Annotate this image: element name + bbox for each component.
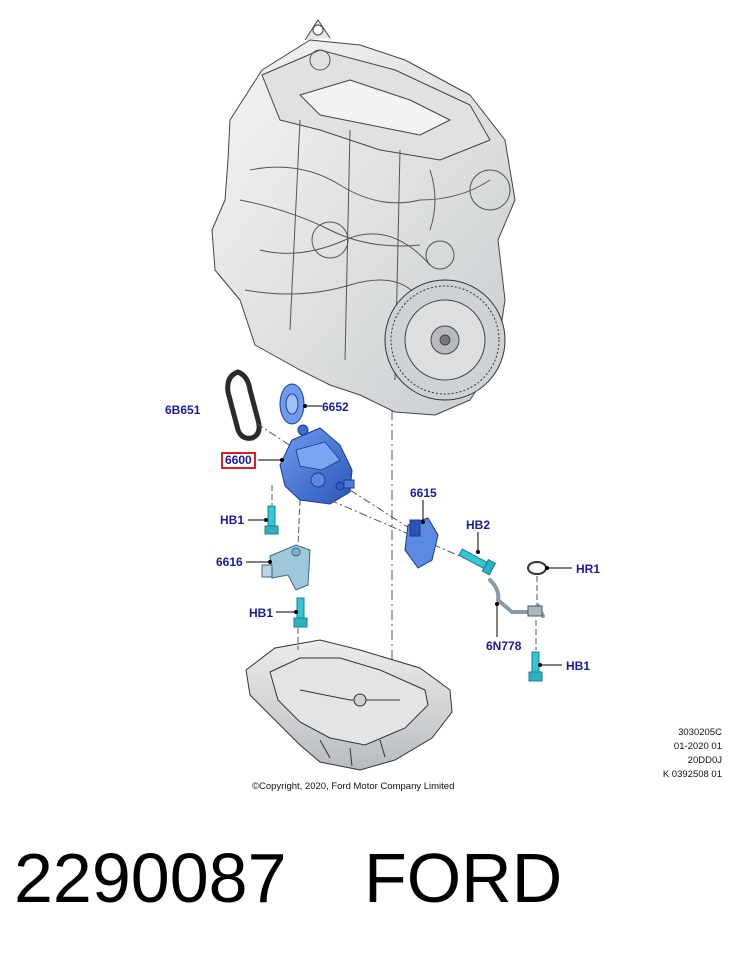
bracket xyxy=(261,544,311,591)
bolt-hb1-upper xyxy=(264,505,279,535)
oil-pump xyxy=(279,424,355,505)
reference-line-3: 20DD0J xyxy=(687,755,722,766)
engine-assembly xyxy=(211,19,516,416)
brand-name: FORD xyxy=(363,839,563,917)
callout-6652[interactable]: 6652 xyxy=(322,400,349,414)
callout-6615[interactable]: 6615 xyxy=(410,486,437,500)
o-ring xyxy=(527,561,547,575)
callout-6b651[interactable]: 6B651 xyxy=(165,403,201,417)
callout-hr1[interactable]: HR1 xyxy=(576,562,601,576)
callout-hb2[interactable]: HB2 xyxy=(466,518,491,532)
bolt-hb1-lower xyxy=(293,597,308,628)
reference-line-4: K 0392508 01 xyxy=(662,769,722,780)
callout-6n778[interactable]: 6N778 xyxy=(486,639,522,653)
callout-hb1-upper[interactable]: HB1 xyxy=(220,513,245,527)
oil-pump-sprocket xyxy=(279,383,305,425)
part-number: 2290087 xyxy=(14,839,287,917)
reference-line-1: 3030205C xyxy=(678,727,722,738)
exploded-parts-diagram xyxy=(211,19,572,771)
bolt-hb2 xyxy=(458,548,497,576)
drive-belt xyxy=(225,369,262,441)
dipstick-tube xyxy=(488,578,545,618)
callout-6616[interactable]: 6616 xyxy=(216,555,243,569)
oil-pan xyxy=(245,639,453,771)
footer-caption: 2290087 FORD xyxy=(14,836,562,920)
callout-hb1-lower[interactable]: HB1 xyxy=(249,606,274,620)
reference-line-2: 01-2020 01 xyxy=(673,741,722,752)
callout-hb1-right[interactable]: HB1 xyxy=(566,659,591,673)
copyright-notice: ©Copyright, 2020, Ford Motor Company Lim… xyxy=(252,781,455,792)
oil-pickup xyxy=(404,517,439,569)
callout-6600-highlighted[interactable]: 6600 xyxy=(221,452,256,469)
diagram-reference-block: 3030205C 01-2020 01 20DD0J K 0392508 01 xyxy=(663,726,722,782)
bolt-hb1-right xyxy=(528,651,543,682)
